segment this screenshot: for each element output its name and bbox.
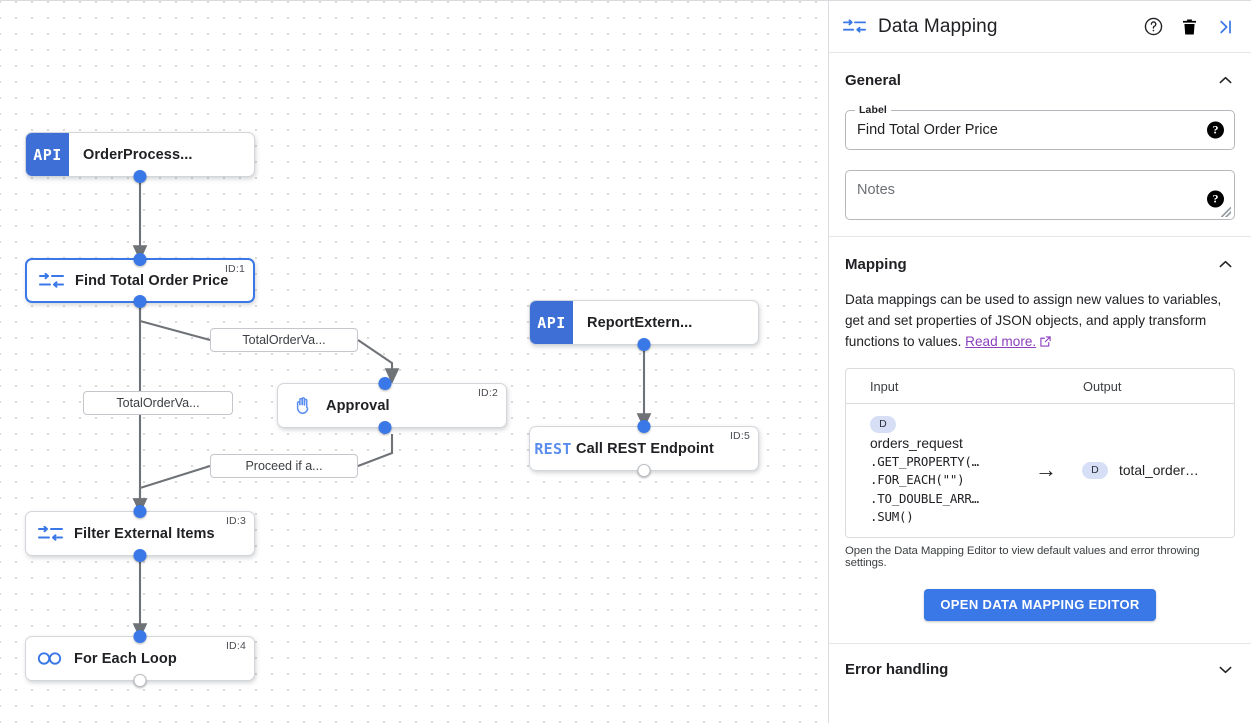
chevron-up-icon[interactable] [1216,255,1235,274]
mapping-description: Data mappings can be used to assign new … [845,289,1235,354]
column-header-output: Output [1083,378,1122,394]
mapping-hint: Open the Data Mapping Editor to view def… [845,544,1200,569]
node-port-top[interactable] [133,505,147,518]
node-label: Filter External Items [74,525,215,542]
edge-layer [132,177,652,639]
edge-label[interactable]: TotalOrderVa... [83,391,233,415]
node-filter-external-items[interactable]: Filter External Items ID:3 [25,505,255,562]
input-type-chip: D [870,415,896,433]
node-approval[interactable]: Approval ID:2 [277,377,507,434]
mapping-output-cell[interactable]: D total_order… [1074,461,1234,479]
api-badge-icon: API [530,301,573,344]
section-error-handling-header[interactable]: Error handling [845,660,1235,681]
read-more-link[interactable]: Read more. [965,334,1037,349]
section-mapping: Mapping Data mappings can be used to ass… [829,237,1251,621]
node-port-top[interactable] [378,377,392,390]
node-port-bottom[interactable] [133,295,147,308]
node-id-tag: ID:5 [729,430,750,442]
section-title: Mapping [845,256,907,273]
workflow-canvas[interactable]: API OrderProcess... Find Total Order Pri… [0,0,828,723]
node-label: Approval [326,397,390,414]
input-expression: .GET_PROPERTY(… .FOR_EACH("") .TO_DOUBLE… [870,453,1018,527]
expression-line: .TO_DOUBLE_ARR… [870,490,979,506]
section-general: General Label Find Total Order Price ? N… [829,53,1251,220]
open-data-mapping-editor-button[interactable]: OPEN DATA MAPPING EDITOR [924,588,1156,621]
node-port-bottom[interactable] [378,421,392,434]
help-icon[interactable]: ? [1207,121,1224,139]
external-link-icon[interactable] [1039,333,1052,354]
hand-icon [278,395,326,416]
section-general-header[interactable]: General [845,71,1235,92]
chevron-up-icon[interactable] [1216,71,1235,90]
node-label: For Each Loop [74,650,177,667]
trash-icon[interactable] [1180,17,1199,37]
node-find-total-order-price[interactable]: Find Total Order Price ID:1 [25,253,255,308]
node-port-bottom[interactable] [133,674,147,687]
expression-line: .SUM() [870,509,914,524]
column-header-input: Input [870,378,899,394]
node-call-rest-endpoint[interactable]: REST Call REST Endpoint ID:5 [529,420,759,477]
mapping-table-header: Input Output [846,369,1234,404]
node-id-tag: ID:4 [225,640,246,652]
divider [829,642,1251,644]
expression-line: .FOR_EACH("") [870,472,965,487]
section-mapping-header[interactable]: Mapping [845,255,1235,276]
data-mapping-icon [27,272,75,289]
mapping-input-cell[interactable]: D orders_request .GET_PROPERTY(… .FOR_EA… [846,414,1018,527]
table-row[interactable]: D orders_request .GET_PROPERTY(… .FOR_EA… [846,404,1234,537]
node-port-top[interactable] [133,253,147,266]
edge-label[interactable]: TotalOrderVa... [210,328,358,352]
notes-field[interactable]: Notes ? [845,170,1235,220]
edge-label[interactable]: Proceed if a... [210,454,358,478]
api-badge-icon: API [26,133,69,176]
section-title: General [845,72,901,89]
node-port-bottom[interactable] [133,170,147,183]
node-id-tag: ID:3 [225,515,246,527]
node-port-bottom[interactable] [637,338,651,351]
input-variable-name: orders_request [870,435,963,451]
node-label: Call REST Endpoint [576,440,714,457]
node-for-each-loop[interactable]: For Each Loop ID:4 [25,630,255,687]
node-report-external[interactable]: API ReportExtern... [529,300,759,351]
label-field-value: Find Total Order Price [857,122,998,138]
section-title: Error handling [845,660,949,678]
node-label: ReportExtern... [587,314,693,331]
resize-handle[interactable] [1221,207,1231,217]
divider [829,236,1251,237]
node-label: OrderProcess... [83,146,193,163]
node-id-tag: ID:1 [224,263,245,275]
properties-panel: Data Mapping [828,0,1251,723]
node-port-bottom[interactable] [637,464,651,477]
output-variable-name: total_order… [1119,462,1199,478]
node-port-bottom[interactable] [133,549,147,562]
section-error-handling: Error handling [829,644,1251,681]
node-label: Find Total Order Price [75,272,229,289]
collapse-panel-icon[interactable] [1215,17,1235,37]
node-port-top[interactable] [637,420,651,433]
chevron-down-icon[interactable] [1216,660,1235,679]
notes-placeholder: Notes [857,182,895,198]
node-order-process[interactable]: API OrderProcess... [25,132,255,183]
output-type-chip: D [1082,461,1108,479]
label-field[interactable]: Label Find Total Order Price ? [845,104,1235,150]
help-icon[interactable] [1143,16,1164,37]
data-mapping-icon [843,19,866,34]
mapping-arrow-icon: → [1035,457,1057,483]
expression-line: .GET_PROPERTY(… [870,453,979,469]
node-id-tag: ID:2 [477,387,498,399]
help-icon[interactable]: ? [1207,190,1224,208]
mapping-table: Input Output D orders_request .GET_PROPE… [845,368,1235,538]
loop-icon [26,651,74,666]
node-port-top[interactable] [133,630,147,643]
page-title: Data Mapping [878,15,998,37]
panel-header: Data Mapping [829,1,1251,53]
mapping-description-text: Data mappings can be used to assign new … [845,292,1222,349]
rest-badge-icon: REST [534,439,572,458]
data-mapping-icon [26,525,74,542]
label-field-legend: Label [855,104,891,116]
